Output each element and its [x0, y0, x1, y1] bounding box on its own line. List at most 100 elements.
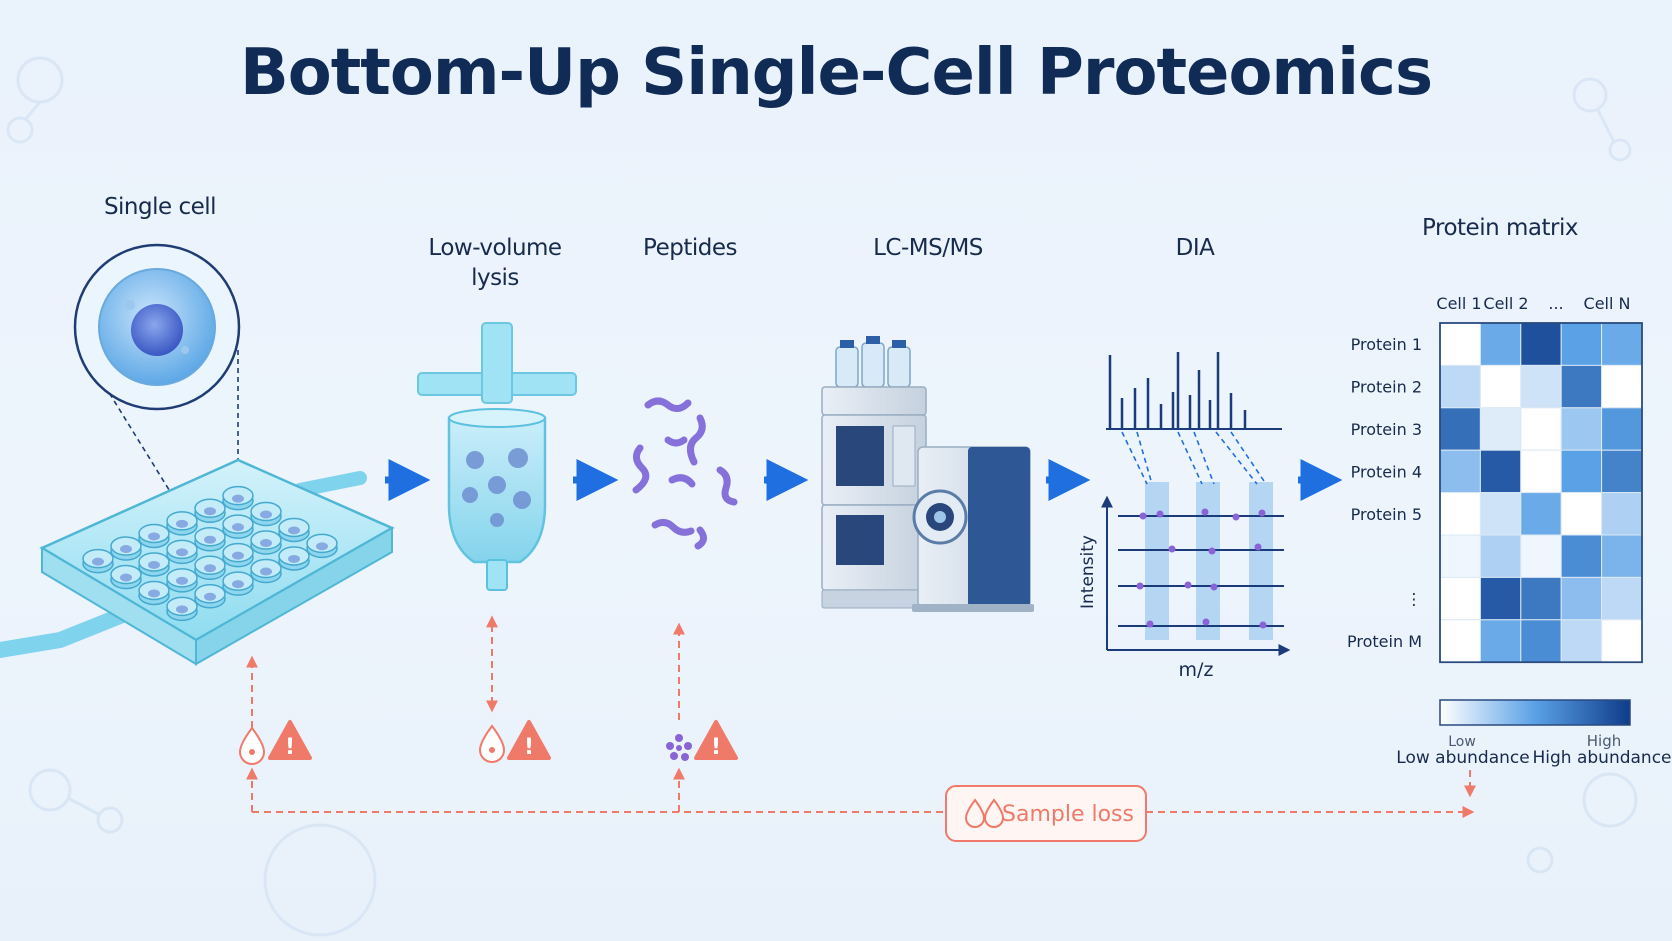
matrix-cell — [1520, 576, 1562, 621]
matrix-cell — [1601, 619, 1643, 663]
matrix-row-label: Protein M — [1347, 632, 1422, 651]
svg-text:!: ! — [285, 735, 295, 760]
matrix-cell — [1560, 449, 1603, 494]
matrix-cell — [1601, 322, 1643, 366]
matrix-cell — [1439, 576, 1481, 621]
loss-warning-peptide-step: ! — [666, 720, 738, 761]
droplet-icon — [964, 798, 986, 828]
fragment-point — [1201, 508, 1209, 516]
fragment-point — [1184, 581, 1192, 589]
fragment-point — [1208, 547, 1216, 555]
matrix-cell — [1479, 364, 1522, 409]
chip-well — [250, 558, 282, 584]
droplet-icon — [238, 726, 266, 765]
fragment-point — [1232, 513, 1240, 521]
legend-high-small: High — [1587, 732, 1621, 750]
legend-low-small: Low — [1448, 734, 1476, 750]
matrix-cell — [1560, 407, 1603, 451]
matrix-cell — [1479, 492, 1522, 536]
matrix-cell — [1520, 407, 1562, 451]
matrix-cell — [1439, 407, 1481, 451]
matrix-cell — [1520, 322, 1562, 366]
matrix-cell — [1439, 492, 1481, 536]
matrix-cell — [1520, 492, 1562, 536]
droplet-icon — [478, 724, 506, 763]
abundance-legend: Low Low abundance High High abundance — [1396, 699, 1672, 768]
isolation-window — [1249, 482, 1273, 640]
matrix-cell — [1479, 576, 1522, 621]
fragment-point — [1254, 543, 1262, 551]
dia-plot: Intensity m/z — [1078, 352, 1291, 681]
fragment-point — [1259, 621, 1267, 629]
matrix-cell — [1479, 449, 1522, 494]
svg-text:!: ! — [711, 735, 721, 760]
matrix-column-header: Cell 1 — [1436, 294, 1481, 313]
matrix-cell — [1601, 534, 1643, 578]
isolation-window — [1196, 482, 1220, 640]
matrix-cell — [1560, 534, 1603, 578]
chip-well — [194, 584, 226, 609]
chip-well — [138, 552, 170, 577]
matrix-row-label: Protein 1 — [1351, 335, 1422, 354]
matrix-cell — [1439, 619, 1481, 663]
fragment-point — [1210, 583, 1218, 591]
chip-well — [222, 514, 254, 539]
legend-high-abundance: High abundance — [1532, 748, 1671, 768]
fragment-point — [1258, 509, 1266, 517]
chip-well — [166, 568, 198, 593]
chip-well — [110, 536, 142, 561]
matrix-column-header: ... — [1548, 294, 1563, 313]
matrix-cell — [1479, 407, 1522, 451]
loss-warning-digest-step: ! — [478, 720, 551, 763]
legend-low-abundance: Low abundance — [1396, 748, 1529, 768]
chip-well — [250, 501, 282, 527]
fragment-point — [1146, 620, 1154, 628]
sample-loss-badge: Sample loss — [945, 785, 1147, 842]
label-peptides: Peptides — [643, 235, 737, 261]
svg-text:!: ! — [524, 735, 534, 760]
lc-ms-instrument-icon — [821, 336, 1034, 612]
matrix-row-label: ⋮ — [1406, 590, 1422, 609]
matrix-column-header: Cell 2 — [1483, 294, 1528, 313]
chip-well — [166, 511, 198, 536]
sample-loss-paths — [246, 615, 1476, 818]
chip-well — [82, 548, 114, 574]
chip-well — [194, 555, 226, 580]
matrix-row-label: Protein 2 — [1351, 378, 1422, 397]
matrix-cell — [1520, 619, 1562, 663]
chip-well — [278, 546, 310, 571]
abundance-color-bar — [1439, 699, 1631, 726]
label-lcms: LC-MS/MS — [873, 235, 983, 261]
matrix-column-header: Cell N — [1584, 294, 1631, 313]
matrix-cell — [1560, 492, 1603, 536]
chip-well — [278, 517, 310, 543]
matrix-cell — [1601, 449, 1643, 494]
microfluidic-chip-icon — [0, 458, 395, 666]
matrix-cell — [1520, 449, 1562, 494]
chip-well — [110, 564, 142, 590]
chip-well — [166, 596, 198, 622]
matrix-cell — [1479, 322, 1522, 366]
fragment-point — [1168, 545, 1176, 553]
chip-well — [138, 523, 170, 549]
chip-well — [194, 498, 226, 523]
label-lysis: Low-volume lysis — [428, 235, 562, 291]
fragment-point — [1202, 618, 1210, 626]
label-dia: DIA — [1175, 235, 1215, 261]
chip-well — [194, 527, 226, 552]
chip-well — [138, 580, 170, 606]
fragment-point — [1136, 582, 1144, 590]
peptide-cluster-icon — [666, 734, 692, 761]
matrix-cell — [1520, 364, 1562, 409]
lysis-tube-icon — [417, 322, 577, 591]
matrix-cell — [1601, 492, 1643, 536]
matrix-row-label: Protein 5 — [1351, 505, 1422, 524]
matrix-cell — [1560, 322, 1603, 366]
matrix-row-label: Protein 3 — [1351, 420, 1422, 439]
loss-warning-lysis-step: ! — [238, 720, 312, 765]
warning-icon — [507, 720, 551, 760]
background-molecule-motifs — [6, 56, 1638, 937]
